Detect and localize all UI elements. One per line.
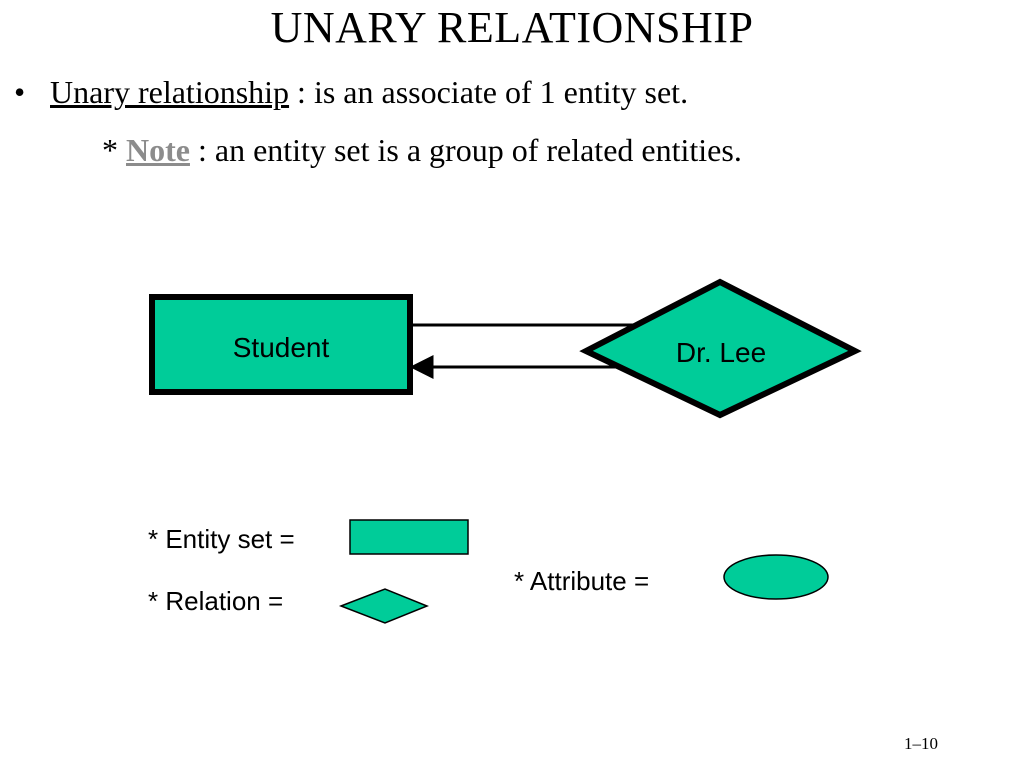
note-word: Note [126, 132, 190, 168]
legend-attribute-ellipse-icon [723, 554, 829, 600]
legend-entity-rect-icon [349, 519, 469, 555]
slide-title: UNARY RELATIONSHIP [270, 3, 754, 52]
student-entity-box [149, 294, 413, 395]
unary-relationship-term: Unary relationship [50, 74, 290, 110]
dr-lee-relation-diamond [579, 278, 862, 419]
note-line: * Note : an entity set is a group of rel… [102, 130, 742, 170]
note-prefix: * [102, 132, 126, 168]
note-text: : an entity set is a group of related en… [189, 132, 742, 168]
dr-lee-relation-label: Dr. Lee [676, 337, 766, 368]
bullet-marker: • [14, 74, 26, 110]
page-number: 1–10 [904, 734, 938, 753]
legend-attribute-label: * Attribute = [514, 566, 650, 596]
student-entity-label: Student [233, 332, 330, 363]
legend-relation-diamond-icon [338, 588, 429, 624]
legend-entity-set-label: * Entity set = [148, 524, 295, 554]
legend-relation-label: * Relation = [148, 586, 284, 616]
bullet-line: • Unary relationship : is an associate of… [14, 72, 688, 112]
bullet-text: : is an associate of 1 entity set. [289, 74, 689, 110]
